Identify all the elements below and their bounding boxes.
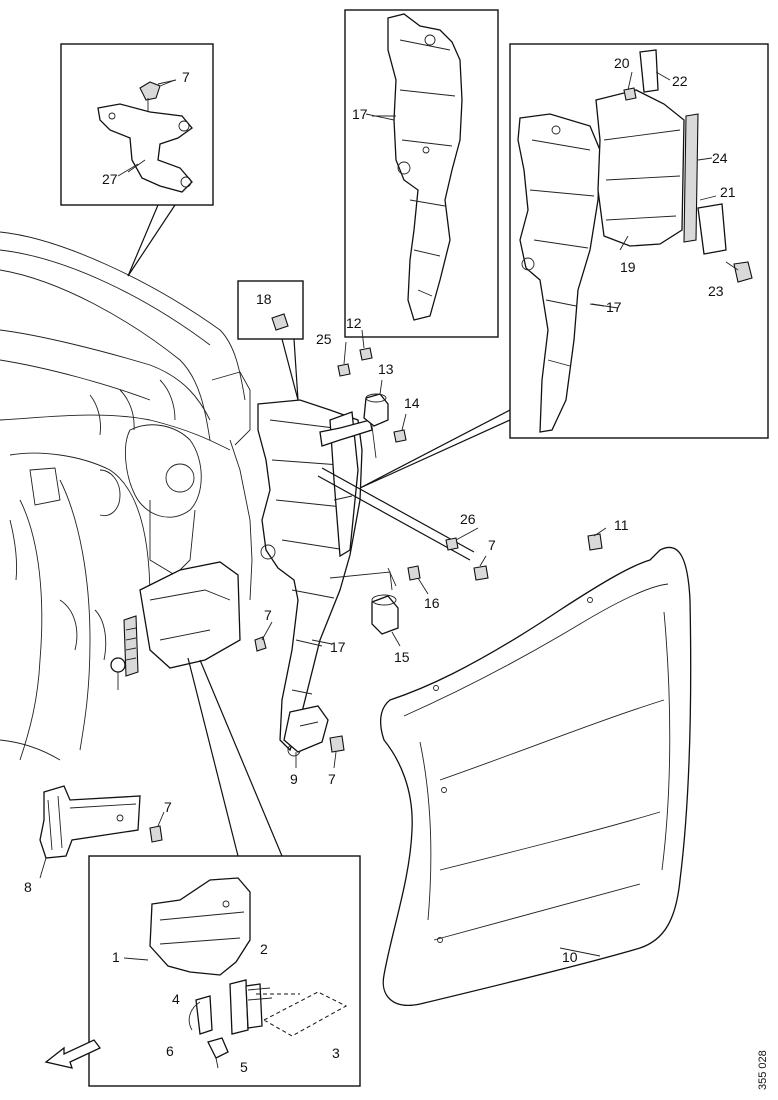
tie-rod — [317, 475, 471, 561]
drawing-code: 355 028 — [757, 1050, 769, 1090]
callout-16: 16 — [424, 595, 440, 611]
callout-21: 21 — [720, 184, 736, 200]
callout-26: 26 — [460, 511, 476, 527]
callout-12: 12 — [346, 315, 362, 331]
callout-15: 15 — [394, 649, 410, 665]
detail-box-27 — [60, 43, 214, 277]
callout-2: 2 — [260, 941, 268, 957]
main-bracket-17 — [257, 399, 373, 757]
callout-17-main: 17 — [330, 639, 346, 655]
detail-box-17 — [344, 9, 499, 338]
direction-arrow — [44, 1039, 102, 1069]
callout-3: 3 — [332, 1045, 340, 1061]
callout-9: 9 — [290, 771, 298, 787]
part-8-bracket — [39, 785, 163, 859]
callout-18: 18 — [256, 291, 272, 307]
callout-7-rod: 7 — [488, 537, 496, 553]
callout-17-right-box: 17 — [606, 299, 622, 315]
part-10-panel — [379, 546, 692, 1006]
callout-7-hinge: 7 — [264, 607, 272, 623]
hinge-assembly — [110, 561, 267, 690]
callout-27: 27 — [102, 171, 118, 187]
part-15-damper — [329, 567, 399, 635]
callout-19: 19 — [620, 259, 636, 275]
callout-8: 8 — [24, 879, 32, 895]
callout-11: 11 — [614, 517, 629, 533]
callout-4: 4 — [172, 991, 180, 1007]
callout-7-left: 7 — [164, 799, 172, 815]
callout-25: 25 — [316, 331, 332, 347]
callout-labels: 7 27 17 20 22 24 21 19 23 17 18 12 25 13… — [24, 55, 769, 1090]
callout-7-box27: 7 — [182, 69, 190, 85]
callout-14: 14 — [404, 395, 420, 411]
callout-1: 1 — [112, 949, 120, 965]
callout-13: 13 — [378, 361, 394, 377]
callout-22: 22 — [672, 73, 688, 89]
callout-20: 20 — [614, 55, 630, 71]
callout-23-box: 23 — [708, 283, 724, 299]
detail-box-19-24 — [359, 43, 769, 489]
callout-7-lower: 7 — [328, 771, 336, 787]
callout-24: 24 — [712, 150, 728, 166]
detail-box-1-6 — [88, 657, 361, 1087]
callout-6: 6 — [166, 1043, 174, 1059]
cab-body — [0, 231, 253, 761]
callout-10: 10 — [562, 949, 578, 965]
callout-5: 5 — [240, 1059, 248, 1075]
leader-lines — [39, 79, 619, 957]
fasteners — [329, 347, 603, 753]
callout-17-box: 17 — [352, 106, 368, 122]
detail-box-18 — [237, 280, 304, 401]
